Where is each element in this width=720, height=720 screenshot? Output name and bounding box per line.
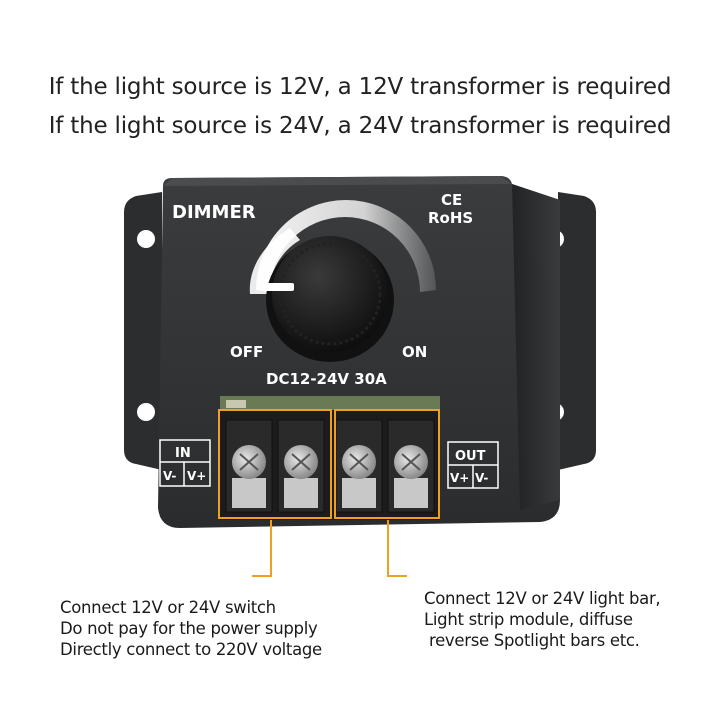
out-minus-label: V-	[475, 471, 488, 485]
dimmer-knob[interactable]	[262, 236, 394, 362]
output-note: Connect 12V or 24V light bar, Light stri…	[424, 588, 661, 651]
out-label-box: OUT V+ V-	[447, 441, 499, 489]
output-note-line: Connect 12V or 24V light bar,	[424, 589, 661, 608]
output-note-line: Light strip module, diffuse	[424, 610, 633, 629]
left-mounting-flange	[124, 192, 162, 470]
rating-label: DC12-24V 30A	[266, 370, 387, 388]
input-note-line: Connect 12V or 24V switch	[60, 598, 276, 617]
off-label: OFF	[230, 343, 263, 361]
rohs-mark: RoHS	[428, 209, 473, 227]
ce-mark: CE	[441, 191, 462, 209]
input-note: Connect 12V or 24V switch Do not pay for…	[60, 597, 322, 660]
mount-hole-icon	[137, 403, 155, 421]
input-note-line: Do not pay for the power supply	[60, 619, 318, 638]
brightness-arc-icon	[256, 200, 436, 292]
mount-hole-icon	[137, 230, 155, 248]
in-minus-label: V-	[163, 469, 176, 483]
headline-24v: If the light source is 24V, a 24V transf…	[48, 113, 672, 139]
in-label-box: IN V- V+	[159, 439, 211, 487]
terminal-slot	[225, 419, 273, 513]
output-note-line: reverse Spotlight bars etc.	[424, 631, 640, 650]
output-terminal-highlight	[334, 409, 440, 519]
in-plus-label: V+	[187, 469, 206, 483]
dimmer-label: DIMMER	[172, 202, 256, 223]
headline-12v: If the light source is 12V, a 12V transf…	[48, 74, 672, 100]
input-leader-line	[252, 520, 272, 577]
input-terminal-highlight	[218, 409, 332, 519]
in-label: IN	[175, 446, 191, 461]
output-leader-line	[387, 520, 407, 577]
input-note-line: Directly connect to 220V voltage	[60, 640, 322, 659]
out-plus-label: V+	[450, 471, 469, 485]
on-label: ON	[402, 343, 427, 361]
knob-indicator-icon	[262, 283, 294, 291]
out-label: OUT	[455, 449, 486, 464]
